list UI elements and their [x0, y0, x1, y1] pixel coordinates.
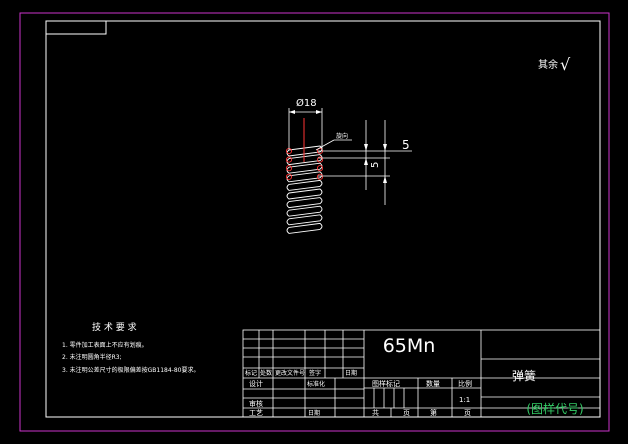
leader-note: 旋向 — [336, 132, 348, 140]
material-label: 65Mn — [383, 335, 436, 357]
spring-view: Ø18 旋向 5 5 — [285, 97, 412, 234]
rev-header-date: 日期 — [345, 369, 357, 377]
spring-coil — [286, 162, 323, 174]
tech-req-item-1: 1. 零件加工表面上不应有划痕。 — [62, 341, 148, 349]
spring-coil — [286, 171, 323, 183]
rev-header-count: 处数 — [260, 369, 272, 377]
drawing-code: (图样代号) — [526, 401, 583, 416]
row-label-process: 工艺 — [249, 409, 263, 417]
scale-value: 1:1 — [459, 396, 470, 404]
spring-coil — [286, 214, 323, 226]
leader-line — [315, 139, 335, 151]
inner-border — [45, 20, 601, 418]
tech-req-title: 技 术 要 求 — [92, 321, 137, 333]
coil-section-marker — [285, 173, 293, 180]
coil-section-marker — [285, 156, 293, 163]
wire-label: 5 — [370, 162, 381, 168]
coil-section-marker — [316, 165, 324, 172]
spring-coil — [286, 197, 323, 209]
spring-coil — [286, 154, 323, 166]
spring-coil — [286, 222, 323, 234]
diameter-label: Ø18 — [296, 97, 317, 109]
stage-header-mark: 图样标记 — [372, 379, 400, 388]
row-label-date: 日期 — [308, 409, 320, 417]
title-block-text: 65Mn 弹簧 (图样代号) 标记 处数 更改文件号 签字 日期 设计 标准化 … — [245, 335, 584, 417]
tech-req-item-3: 3. 未注明公差尺寸的极限偏差按GB1184-80要求。 — [62, 366, 199, 374]
coil-section-marker — [316, 173, 324, 180]
sheet-total-label: 共 — [372, 408, 379, 417]
coil-section-marker — [316, 156, 324, 163]
pitch-label: 5 — [402, 138, 410, 152]
stage-header-scale: 比例 — [458, 379, 472, 388]
rev-header-mark: 标记 — [245, 369, 257, 377]
row-label-design: 设计 — [249, 379, 263, 388]
sheet-no-unit: 页 — [464, 409, 471, 417]
sheet-no-label: 第 — [430, 408, 437, 417]
sheet-total-unit: 页 — [403, 409, 410, 417]
spring-coil — [286, 179, 323, 191]
technical-requirements: 技 术 要 求 1. 零件加工表面上不应有划痕。 2. 未注明圆角半径R3; 3… — [62, 321, 199, 374]
part-name: 弹簧 — [512, 368, 536, 383]
roughness-symbol: √ — [560, 55, 571, 74]
tech-req-item-2: 2. 未注明圆角半径R3; — [62, 353, 122, 361]
spring-coil — [286, 188, 323, 200]
stage-header-qty: 数量 — [426, 379, 440, 388]
spring-coils — [285, 145, 324, 234]
roughness-label: 其余 — [538, 58, 558, 71]
coil-section-marker — [285, 165, 293, 172]
rev-header-sign: 签字 — [309, 369, 321, 377]
row-label-standard: 标准化 — [307, 380, 325, 388]
outer-frame — [19, 12, 610, 432]
rev-header-doc: 更改文件号 — [275, 369, 305, 377]
row-label-review: 审核 — [249, 399, 263, 408]
title-block — [242, 329, 601, 418]
reference-box — [45, 20, 107, 35]
spring-coil — [286, 205, 323, 217]
